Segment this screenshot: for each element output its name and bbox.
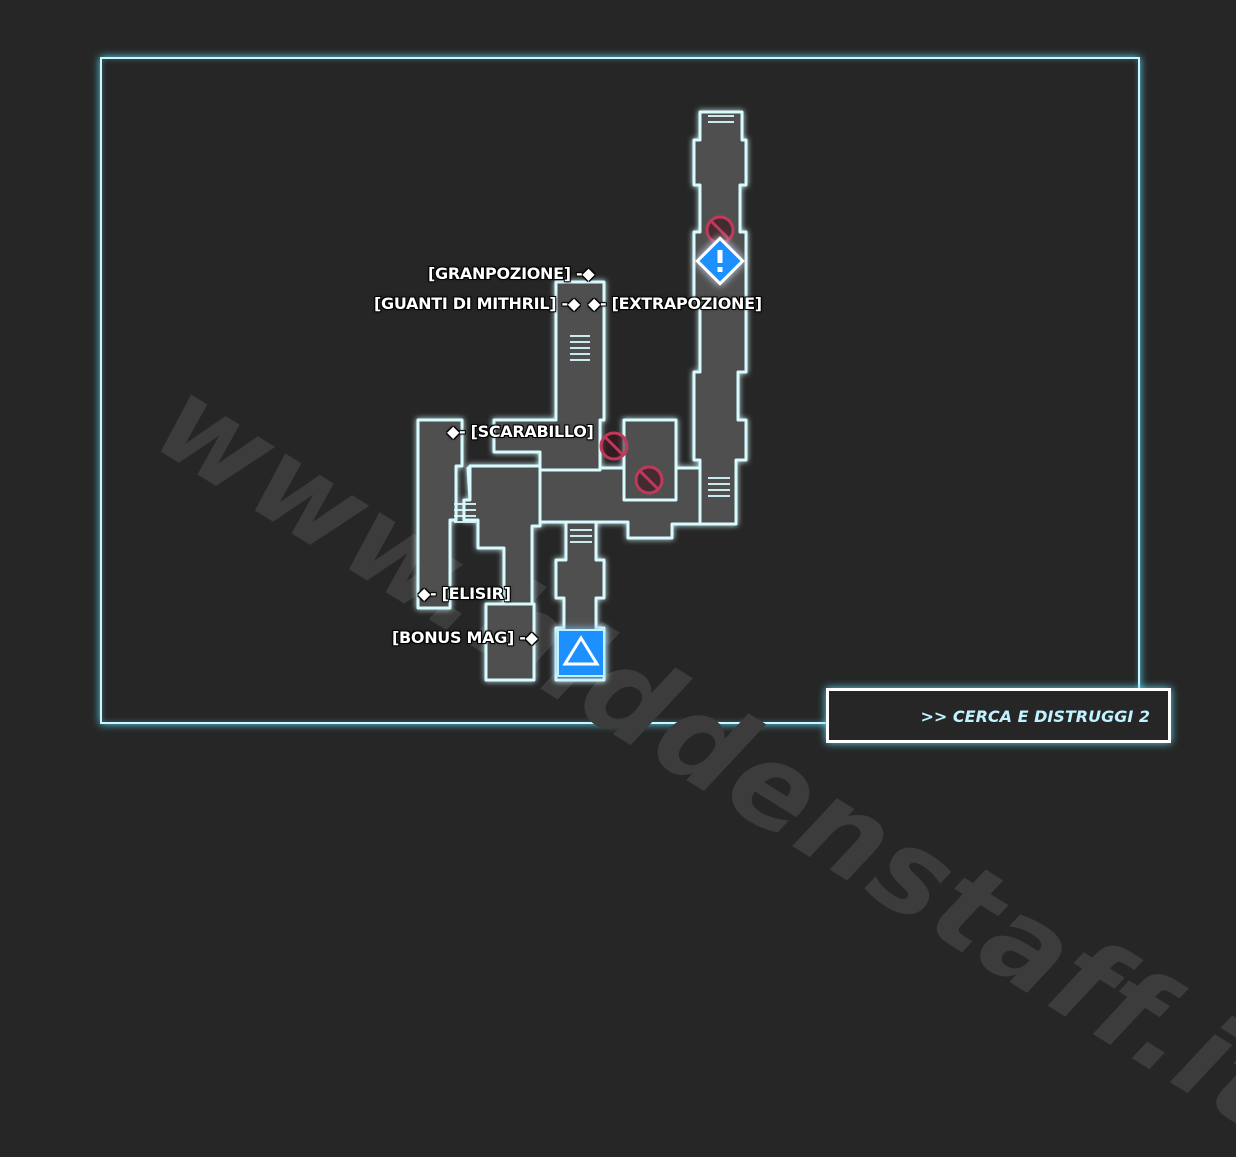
map-frame: [100, 57, 1140, 724]
mission-panel: >> CERCA E DISTRUGGI 2: [826, 688, 1171, 743]
stairs-north-tip: [708, 115, 734, 123]
dungeon-map: [416, 110, 748, 682]
stairs-north: [570, 335, 590, 361]
no-entry-icon: [634, 465, 664, 495]
exclamation-diamond-icon: [695, 236, 745, 286]
item-label-elisir: ◆- [ELISIR]: [418, 584, 511, 603]
hall-center: [462, 464, 542, 622]
item-label-guanti-di-mithril: [GUANTI DI MITHRIL] -◆: [374, 294, 580, 313]
stairs-west: [454, 503, 476, 523]
item-label-granpozione: [GRANPOZIONE] -◆: [428, 264, 595, 283]
stairs-south: [570, 529, 592, 543]
item-label-bonus-mag: [BONUS MAG] -◆: [392, 628, 538, 647]
corridor-south-west: [484, 602, 536, 682]
item-label-extrapozione: ◆- [EXTRAPOZIONE]: [588, 294, 762, 313]
stairs-east: [708, 477, 730, 497]
item-label-scarabillo: ◆- [SCARABILLO]: [447, 422, 594, 441]
corridor-east: [692, 110, 748, 526]
mission-title: >> CERCA E DISTRUGGI 2: [920, 707, 1150, 726]
no-entry-icon: [705, 215, 735, 245]
triangle-start-icon: [557, 629, 605, 677]
tower-west: [416, 418, 464, 610]
no-entry-icon: [599, 431, 629, 461]
